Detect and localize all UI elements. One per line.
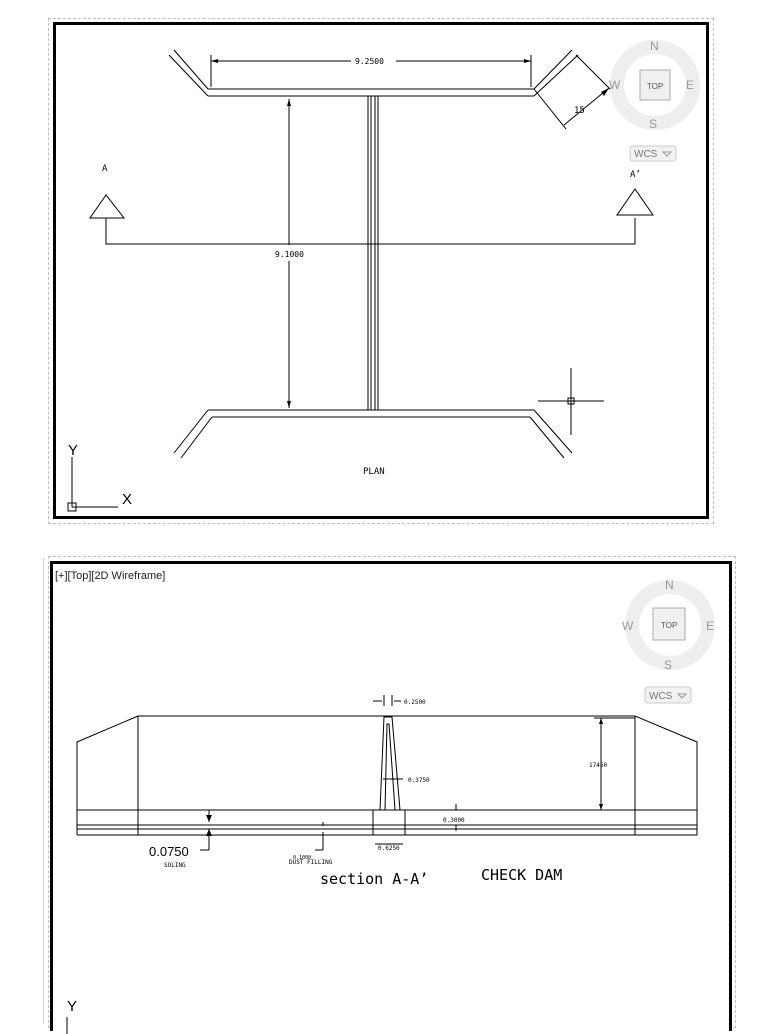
- plan-wing-bl-1: [173, 409, 209, 454]
- dust-filling-label: DUST FILLING: [289, 859, 333, 866]
- core-wall-outer: [379, 716, 401, 811]
- core-wall-inner: [384, 723, 396, 811]
- wcs-menu-label-bottom: WCS: [649, 691, 673, 702]
- plan-viewport[interactable]: 9.2500 15 9.1000 A A’ PLAN Y X TOP N S E…: [53, 22, 709, 519]
- viewcube-south-bottom[interactable]: S: [664, 658, 672, 672]
- dim-height-text: 17450: [589, 762, 607, 769]
- plan-wing-dim-ext2: [575, 54, 615, 94]
- dim-soling-arrowhead-1: [206, 815, 212, 822]
- plan-wing-dim-arrow: [601, 88, 609, 96]
- ucs-x-label: X: [122, 491, 132, 508]
- plan-section-line: [105, 218, 636, 245]
- viewcube-top-face[interactable]: [639, 69, 671, 101]
- viewcube-face-label: TOP: [647, 82, 663, 91]
- viewcube-ring-bottom[interactable]: [625, 580, 715, 670]
- section-title: CHECK DAM: [481, 866, 562, 884]
- plan-dim-arrow-r: [524, 59, 531, 63]
- plan-wing-dim-line: [563, 87, 610, 126]
- viewcube-face-label-bottom: TOP: [661, 621, 677, 630]
- plan-wing-dim-text: 15: [574, 106, 585, 116]
- wcs-menu-button[interactable]: [629, 145, 677, 162]
- plan-wing-tl-1: [173, 49, 209, 90]
- viewcube-west-bottom[interactable]: W: [622, 619, 634, 633]
- viewcube-north-bottom[interactable]: N: [665, 578, 674, 592]
- plan-drawing: 9.2500 15 9.1000 A A’ PLAN Y X TOP N S E…: [67, 39, 700, 512]
- dim-soling-arrowhead-2: [206, 829, 212, 836]
- plan-dim-arrow-l: [211, 59, 218, 63]
- plan-section-label-a: A: [102, 164, 108, 174]
- viewcube-west[interactable]: W: [609, 78, 621, 92]
- plan-section-arrow-left: [89, 194, 126, 219]
- plan-wing-br-2: [529, 416, 565, 459]
- viewcube[interactable]: TOP N S E W WCS: [609, 39, 700, 162]
- soling-label: SOLING: [164, 862, 186, 869]
- core-footing: [372, 809, 406, 836]
- dim-right-text: 0.3000: [443, 817, 465, 824]
- viewport-controls-label[interactable]: [+][Top][2D Wireframe]: [55, 570, 166, 582]
- viewcube-bottom[interactable]: TOP N S E W WCS: [622, 578, 715, 704]
- dim-soling-text: 0.0750: [149, 844, 189, 859]
- ucs-y-label: Y: [68, 442, 78, 459]
- plan-wing-dim-ext: [533, 88, 567, 130]
- plan-wing-br-1: [533, 409, 573, 454]
- plan-wing-tl-2: [168, 54, 209, 97]
- section-caption: section A-A’: [320, 870, 428, 888]
- viewcube-south[interactable]: S: [649, 117, 657, 131]
- chevron-down-icon-bottom: [676, 693, 688, 699]
- plan-height-dim-text: 9.1000: [275, 250, 304, 259]
- section-drawing: 0.2500 0.3750 17450 0.3000 0.6250 0.0750…: [66, 578, 715, 1034]
- plan-top-dim-text: 9.2500: [355, 57, 384, 66]
- plan-section-label-a-prime: A’: [630, 170, 641, 180]
- plan-vdim-arrow-top: [287, 99, 291, 106]
- viewcube-top-face-bottom[interactable]: [652, 607, 686, 641]
- plan-wing-bl-2: [180, 416, 213, 459]
- dim-height-arrow-bot: [599, 804, 603, 810]
- plan-wing-tr-1: [533, 49, 573, 90]
- ucs-origin: [67, 502, 77, 512]
- viewcube-ring[interactable]: [610, 40, 700, 130]
- crosshair-box: [567, 397, 575, 405]
- plan-vdim-arrow-bot: [287, 401, 291, 408]
- chevron-down-icon: [661, 151, 673, 157]
- dim-base-text: 0.6250: [378, 845, 400, 852]
- dim-mid-text: 0.3750: [408, 777, 430, 784]
- dust-dim-text: 0.1000: [293, 855, 311, 861]
- dim-top-text: 0.2500: [404, 699, 426, 706]
- viewcube-east-bottom[interactable]: E: [706, 619, 714, 633]
- plan-viewport-frame: [48, 18, 714, 524]
- plan-caption: PLAN: [363, 467, 385, 477]
- viewcube-north[interactable]: N: [650, 39, 659, 53]
- plan-wing-tr-2: [533, 54, 579, 97]
- viewcube-east[interactable]: E: [686, 78, 694, 92]
- dim-height-arrow-top: [599, 718, 603, 724]
- ucs-y-label-bottom: Y: [67, 998, 77, 1015]
- wcs-menu-button-bottom[interactable]: [644, 686, 692, 704]
- wcs-menu-label: WCS: [634, 149, 658, 160]
- section-viewport[interactable]: [+][Top][2D Wireframe]: [50, 561, 732, 1034]
- plan-section-arrow-right: [616, 188, 654, 216]
- viewport-separator: [43, 558, 44, 1024]
- section-outline: [76, 715, 698, 813]
